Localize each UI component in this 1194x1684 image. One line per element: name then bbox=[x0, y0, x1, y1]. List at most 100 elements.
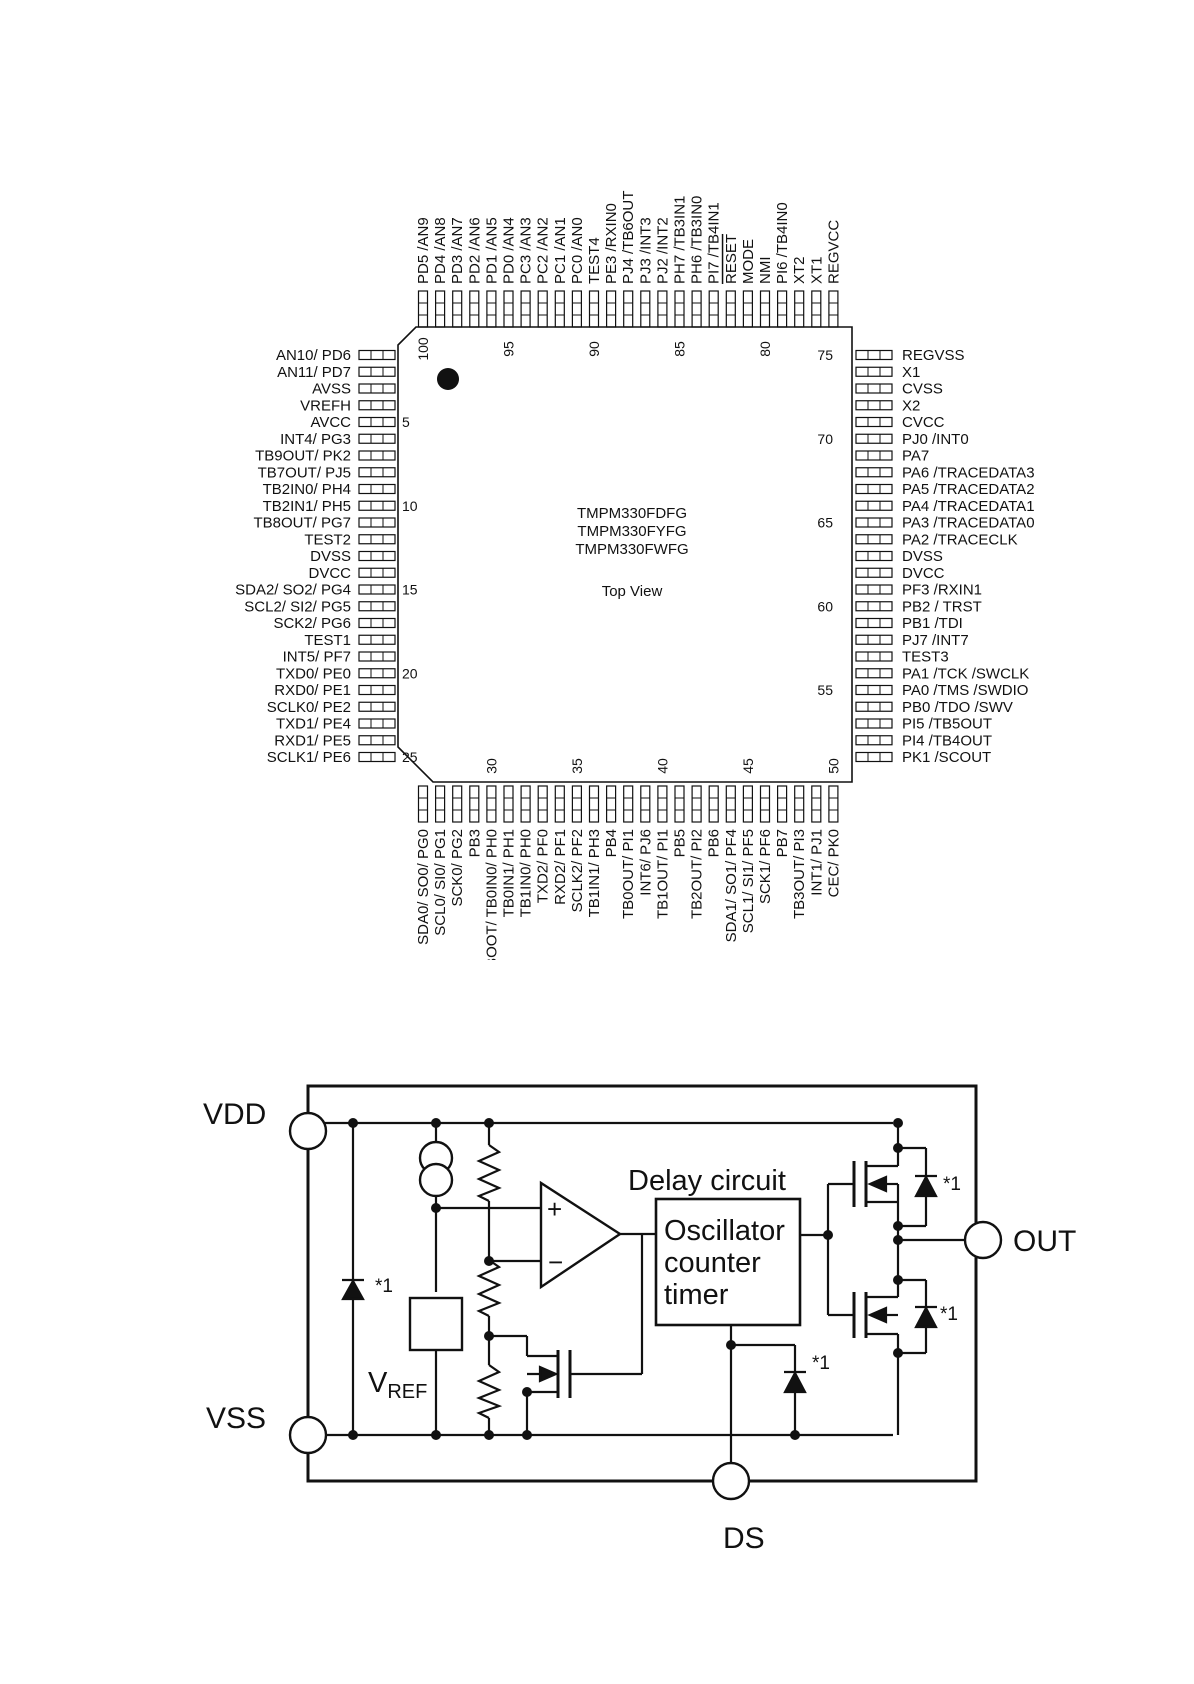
pin-pad bbox=[855, 483, 893, 495]
pin-pad bbox=[725, 290, 736, 328]
bottom-pin: INT1/ PJ1 bbox=[808, 785, 825, 896]
top-pin-label: PE3 /RXIN0 bbox=[603, 203, 620, 284]
pin-pad bbox=[435, 290, 446, 328]
right-pin: PK1 /SCOUT bbox=[855, 749, 991, 766]
pin-pad bbox=[623, 290, 634, 328]
junction-dot bbox=[790, 1430, 800, 1440]
left-pin-label: INT5/ PF7 bbox=[283, 649, 351, 666]
pin-number: 10 bbox=[402, 498, 418, 514]
pin-pad bbox=[855, 617, 893, 629]
left-pin-label: TEST2 bbox=[304, 531, 351, 548]
right-pin-label: PI5 /TB5OUT bbox=[902, 716, 992, 733]
left-pin: TEST2 bbox=[304, 531, 396, 548]
top-pin-label: PD1 /AN5 bbox=[483, 217, 500, 284]
right-pin: CVCC bbox=[855, 414, 945, 431]
top-pin: PJ2 /INT2 bbox=[654, 217, 671, 328]
pin-number: 100 bbox=[415, 337, 431, 361]
top-pin-label: PC2 /AN2 bbox=[535, 217, 552, 284]
left-pin-label: INT4/ PG3 bbox=[280, 431, 351, 448]
pin-pad bbox=[554, 785, 565, 823]
pin-pad bbox=[794, 785, 805, 823]
bottom-pin: PB6 bbox=[706, 785, 723, 857]
junction-dot bbox=[431, 1430, 441, 1440]
right-pin: REGVSS bbox=[855, 347, 965, 364]
pin-pad bbox=[657, 785, 668, 823]
junction-dot bbox=[431, 1118, 441, 1128]
resistor-middle bbox=[476, 1259, 502, 1317]
left-pin-label: AVCC bbox=[310, 414, 351, 431]
top-pin: PI6 /TB4IN0 bbox=[774, 202, 791, 328]
left-pin-label: RXD0/ PE1 bbox=[274, 682, 351, 699]
pin-pad bbox=[358, 567, 396, 578]
pin-pad bbox=[657, 290, 668, 328]
pin-pad bbox=[417, 785, 429, 823]
pin-pad bbox=[855, 651, 893, 662]
left-pin: DVSS bbox=[310, 548, 396, 565]
pin-pad bbox=[759, 290, 771, 328]
ds-label: DS bbox=[723, 1522, 765, 1555]
top-pin: PC3 /AN3 bbox=[518, 217, 535, 328]
junction-dot bbox=[348, 1118, 358, 1128]
left-pin: VREFH bbox=[300, 397, 396, 414]
left-pin: TXD0/ PE0 bbox=[276, 665, 396, 682]
bottom-pin-label: PB7 bbox=[774, 829, 791, 857]
pin-pad bbox=[588, 785, 600, 823]
bottom-pin-label: BOOT/ TB0IN0/ PH0 bbox=[483, 829, 500, 960]
right-pin: PI4 /TB4OUT bbox=[855, 732, 992, 749]
top-pin-label: PD5 /AN9 bbox=[415, 217, 432, 284]
junction-dot bbox=[893, 1235, 903, 1245]
pin-pad bbox=[358, 483, 396, 495]
right-pin: PA5 /TRACEDATA2 bbox=[855, 481, 1035, 498]
bottom-pin-label: PB5 bbox=[672, 829, 689, 857]
top-pin: TEST4 bbox=[586, 237, 603, 328]
top-pin: PD0 /AN4 bbox=[501, 217, 518, 328]
right-pin-label: DVSS bbox=[902, 548, 943, 565]
pin-pad bbox=[776, 785, 788, 823]
bottom-pin: RXD2/ PF1 bbox=[552, 785, 569, 905]
top-pin: PJ4 /TB6OUT bbox=[620, 191, 637, 328]
left-pin: TXD1/ PE4 bbox=[276, 716, 396, 733]
outer-frame-bottom-left bbox=[306, 1448, 714, 1483]
junction-dot bbox=[726, 1340, 736, 1350]
pin-number: 50 bbox=[825, 758, 841, 774]
right-pin-label: PF3 /RXIN1 bbox=[902, 582, 982, 599]
top-pin-label: XT1 bbox=[808, 256, 825, 284]
pin-pad bbox=[855, 567, 893, 578]
pin-number: 90 bbox=[586, 341, 602, 357]
left-pin-label: AVSS bbox=[312, 381, 351, 398]
pin-pad bbox=[725, 785, 736, 823]
top-pin: PC1 /AN1 bbox=[552, 217, 569, 328]
top-pin: PI7 /TB4IN1 bbox=[706, 202, 723, 328]
top-pin: RESET bbox=[723, 234, 740, 328]
junction-dot bbox=[484, 1430, 494, 1440]
counter-label: counter bbox=[664, 1247, 761, 1279]
top-pin-label: PC1 /AN1 bbox=[552, 217, 569, 284]
bottom-pin-label: TB0OUT/ PI1 bbox=[620, 829, 637, 919]
pin-pad bbox=[503, 785, 514, 823]
pin-pad bbox=[855, 400, 893, 411]
pin-number: 20 bbox=[402, 665, 418, 681]
part-number-1: TMPM330FDFG bbox=[577, 505, 687, 522]
left-pin: SCLK0/ PE2 bbox=[267, 699, 396, 716]
top-pin-label: PD2 /AN6 bbox=[466, 217, 483, 284]
top-pin-label: PD0 /AN4 bbox=[501, 217, 518, 284]
right-pin-label: PB2 / TRST bbox=[902, 598, 982, 615]
junction-dot bbox=[348, 1430, 358, 1440]
pin-pad bbox=[358, 735, 396, 746]
pin-pad bbox=[855, 718, 893, 729]
left-pin-label: TB8OUT/ PG7 bbox=[253, 515, 351, 532]
top-pin-label: PJ4 /TB6OUT bbox=[620, 191, 637, 284]
pin-pad bbox=[855, 701, 893, 712]
pin-number: 70 bbox=[817, 431, 833, 447]
top-pin: PJ3 /INT3 bbox=[637, 217, 654, 328]
pin-pad bbox=[708, 785, 719, 823]
right-pin-label: X2 bbox=[902, 397, 920, 414]
pin-pad bbox=[855, 433, 893, 444]
pin-number: 45 bbox=[740, 758, 756, 774]
pin-pad bbox=[855, 550, 893, 562]
left-pin: TB2IN1/ PH5 bbox=[263, 498, 396, 515]
right-pin-label: PA0 /TMS /SWDIO bbox=[902, 682, 1028, 699]
bottom-pin: PB7 bbox=[774, 785, 791, 857]
bottom-pin: TXD2/ PF0 bbox=[535, 785, 552, 903]
